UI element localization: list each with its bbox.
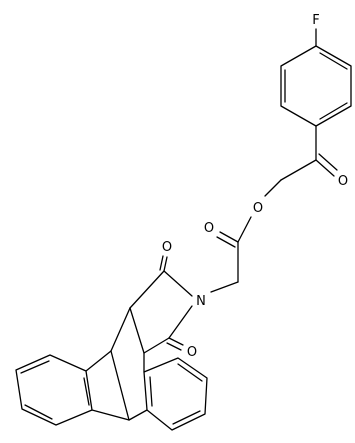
ketone-oxygen-label: O [338, 174, 348, 189]
imide-nitrogen-label: N [196, 294, 206, 309]
fluorine-label: F [312, 13, 319, 28]
imide-upper-oxygen-label: O [162, 240, 172, 255]
left-benzo-ring [15, 354, 93, 426]
ester-carbonyl-oxygen-label: O [204, 221, 214, 236]
fluorophenyl-ring [280, 28, 352, 127]
right-benzo-ring [143, 357, 208, 431]
imide-ring [129, 255, 193, 354]
ester-carbonyl-double-bond [219, 231, 239, 243]
imide-carbonyl-upper [163, 256, 168, 272]
imide-lower-oxygen-label: O [187, 345, 197, 360]
ketone-double-bond [315, 159, 335, 177]
bicyclic-bridge [85, 307, 148, 421]
imide-carbonyl-lower [168, 337, 184, 346]
keto-ester-chain [210, 125, 338, 293]
ester-ether-oxygen-label: O [253, 201, 263, 216]
